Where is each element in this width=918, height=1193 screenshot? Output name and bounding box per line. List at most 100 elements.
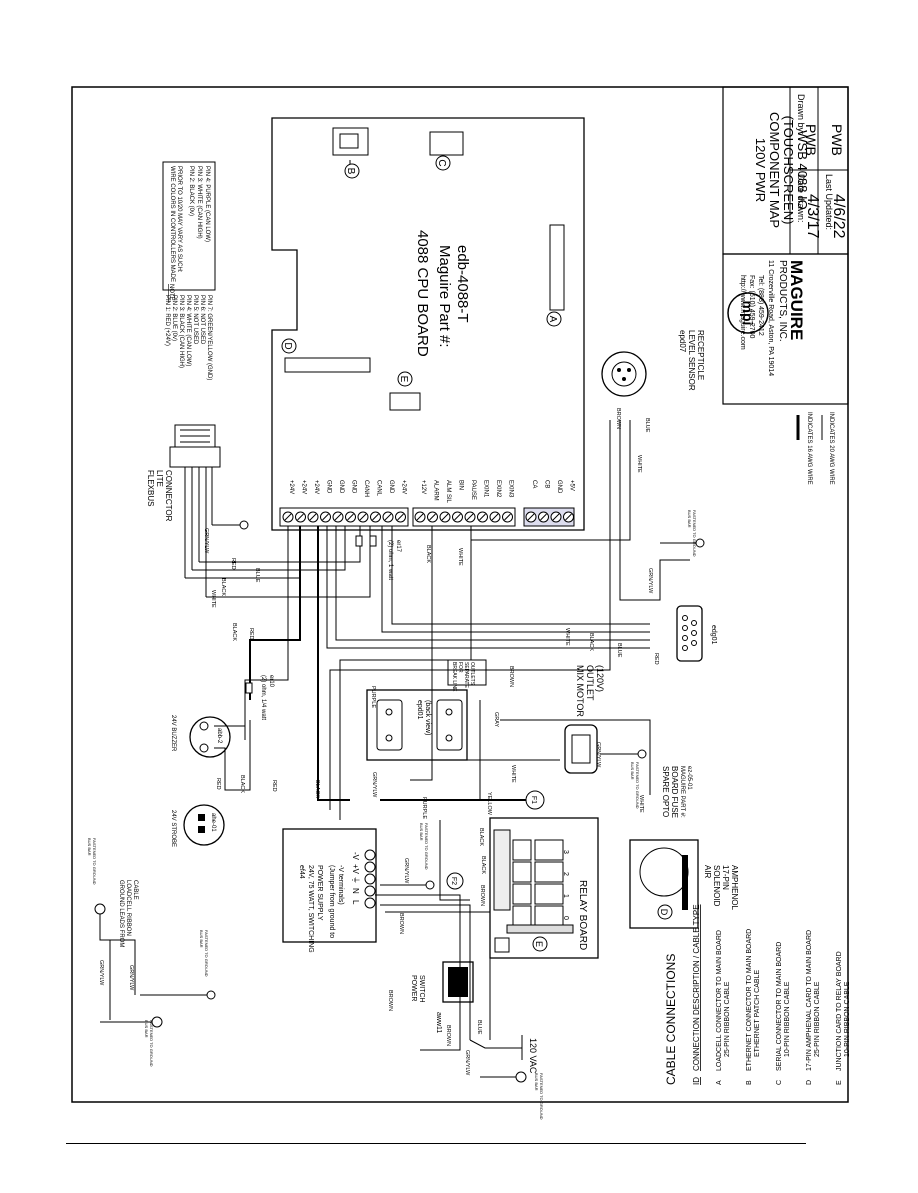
- er10-part: er10: [268, 675, 274, 688]
- relay-fuse: F2: [450, 877, 457, 885]
- wire-color-label: PURPLE: [370, 686, 376, 708]
- terminal-label: +24V: [313, 480, 319, 494]
- note-line-5: PIN 4: PURPLE (CAN LOW): [204, 166, 210, 242]
- logo-text: mpi: [740, 301, 756, 326]
- callout-d: D: [282, 342, 293, 349]
- solenoid-line-4: AMPHENOL: [730, 865, 739, 910]
- ps-line-3: (Jumper from ground to: [328, 865, 335, 938]
- wire-color-label: BLACK: [231, 623, 237, 641]
- updated-by-value: PWB: [829, 124, 845, 156]
- cable-row-d-1: 17-PIN AMPHENAL CARD TO MAIN BOARD: [806, 930, 813, 1071]
- flexbus-pin-list: PIN 1: RED (+24V) PIN 2: BLUE (0v) PIN 3…: [164, 295, 212, 380]
- switch-part: aww11: [435, 1012, 442, 1033]
- loadcell-label-1: GROUND LEADS FROM: [118, 880, 124, 947]
- flexbus-pin-7: PIN 7: GREEN/YELLOW (GND): [206, 295, 212, 380]
- cable-row-e-1: JUNCTION CARD TO RELAY BOARD: [836, 951, 843, 1071]
- wire-color-label: BLUE: [616, 643, 622, 658]
- terminal-slot: [397, 513, 404, 521]
- terminal-label: +24V: [301, 480, 307, 494]
- ground-label: FASTENED TO GROUND: [635, 762, 640, 809]
- relay-board-label: RELAY BOARD: [577, 880, 588, 950]
- spare-fuse-1: SPARE OPTO: [661, 766, 670, 817]
- wire-color-label: RED: [653, 653, 659, 665]
- ps-terminal-label: N: [351, 888, 360, 894]
- strobe-label: 24V STROBE: [170, 810, 176, 847]
- solenoid-line-2: SOLENOID: [712, 865, 721, 907]
- terminal-slot: [552, 513, 560, 521]
- relay-board: 0 1 2 3 RELAY BOARD E F2: [446, 817, 599, 959]
- terminal-label: CB: [544, 480, 550, 488]
- terminal-slot: [441, 513, 449, 521]
- wire-color-label: RED: [230, 558, 236, 570]
- company-line-1: PRODUCTS, INC.: [777, 260, 788, 342]
- cable-row-c-1: SERIAL CONNECTOR TO MAIN BOARD: [776, 942, 783, 1071]
- terminal-label: CA: [531, 480, 537, 488]
- last-updated-label: Last Updated:: [824, 174, 834, 230]
- wire-color-label: PURPLE: [421, 797, 427, 819]
- level-sensor-label-2: RECEPTICLE: [696, 330, 705, 380]
- terminal-slot: [504, 513, 511, 521]
- terminal-slot: [384, 513, 392, 521]
- wire-color-label: GRN/YLW: [128, 965, 134, 991]
- mains-cord: 120 VAC: [469, 1035, 538, 1074]
- ground-label: FASTENED TO GROUND: [692, 510, 697, 557]
- note-line-4: PIN 3: WHITE (CAN HIGH): [196, 166, 202, 239]
- cpu-part-label: Maguire Part #:: [436, 245, 453, 348]
- ps-line-1: 24V, 75 WATT, SWITCHING: [307, 865, 314, 953]
- company-line-4: Fax: (610) 459-2700: [748, 275, 755, 339]
- mix-motor-label-3: (120V): [595, 665, 605, 692]
- cable-row-c-id: C: [776, 1080, 783, 1085]
- wire-color-label: WHITE: [510, 765, 516, 783]
- flexbus-label-3: CONNECTOR: [164, 470, 173, 522]
- spare-fuse-3: MAGUIRE PART #:: [679, 766, 685, 818]
- wire-color-label: BLACK: [314, 780, 320, 798]
- cable-row-a-2: 25-PIN RIBBON CABLE: [724, 981, 731, 1057]
- er17-desc: (2) ohm, 1 watt: [387, 540, 393, 580]
- wire-color-label: GRN/YLW: [647, 568, 653, 594]
- terminal-label: CANH: [363, 480, 369, 497]
- relay-ch-2: 2: [562, 872, 569, 876]
- cable-col-id: ID: [692, 1077, 701, 1085]
- callout-b: B: [345, 168, 356, 175]
- mix-motor-outlet: MIX MOTOR OUTLET (120V): [564, 665, 605, 774]
- terminal-slot: [479, 513, 486, 521]
- terminal-slot: [322, 513, 329, 521]
- wire-color-label: GRN/YLW: [98, 960, 104, 986]
- cable-row-e-id: E: [836, 1080, 843, 1085]
- cable-row-d-2: 25-PIN RIBBON CABLE: [814, 981, 821, 1057]
- wire-color-label: YELLOW: [486, 792, 492, 816]
- terminal-slot: [491, 513, 499, 521]
- wire-color-label: GRN/YLW: [464, 1050, 470, 1076]
- buzzer-label: 24V BUZZER: [170, 715, 176, 752]
- terminal-label: EXIN2: [495, 480, 501, 498]
- mains-label: 120 VAC: [528, 1038, 538, 1074]
- note-line-2: PRIOR TO 10/20 MAY VARY AS SUCH:: [176, 166, 182, 273]
- ps-line-4: -V terminals): [337, 865, 344, 905]
- outlet-note-2: FOR: [457, 662, 463, 673]
- terminal-slot: [347, 513, 354, 521]
- wire-color-label: RED: [248, 628, 254, 640]
- flexbus-pin-6: PIN 6: NOT USED: [199, 295, 205, 345]
- flexbus-wiring: [185, 526, 371, 598]
- ground-label: BUS BAR: [87, 838, 92, 856]
- callout-e: E: [398, 376, 409, 383]
- wire-color-label: BLUE: [476, 1020, 482, 1035]
- power-switch: POWER SWITCH aww11: [410, 961, 474, 1033]
- outlet-detail: (back view): [424, 700, 431, 735]
- wire-color-label: BLUE: [254, 568, 260, 583]
- wire-color-label: GRN/YLW: [403, 858, 409, 884]
- date-drawn-value: 4/3/17: [804, 194, 821, 239]
- terminal-label: CANL: [376, 480, 382, 497]
- terminal-slot: [334, 513, 342, 521]
- ps-line-2: POWER SUPPLY: [316, 865, 323, 921]
- ps-terminal-label: L: [351, 900, 360, 905]
- wire-color-label: BLACK: [588, 633, 594, 651]
- flexbus-connector: FLEXBUS LITE CONNECTOR: [146, 424, 249, 597]
- serial-part: edg01: [710, 625, 717, 645]
- er17-part: er17: [395, 540, 401, 553]
